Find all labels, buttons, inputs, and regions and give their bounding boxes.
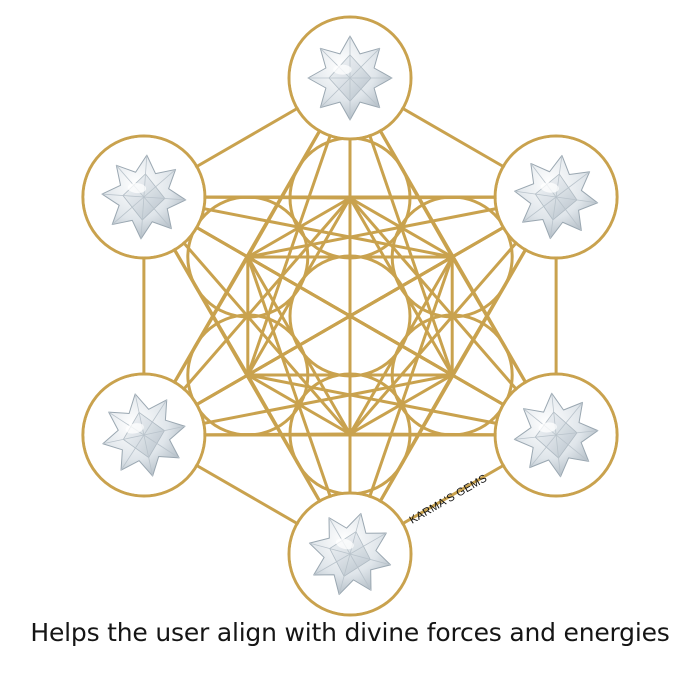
outer-circle: [493, 372, 619, 498]
crystal-facet-line: [556, 430, 598, 436]
crystal-facet-line: [143, 196, 172, 229]
crystal-facet-line: [349, 532, 387, 555]
watermark-text: KARMA'S GEMS: [408, 472, 490, 526]
inner-circle: [186, 195, 310, 319]
crystal-facet-line: [143, 434, 180, 459]
outer-circle: [81, 372, 207, 498]
crystal-facet-line: [120, 434, 145, 471]
outer-circle: [287, 491, 413, 617]
crystal-facet-line: [111, 196, 145, 225]
gold-line: [142, 195, 352, 556]
crystal-highlight: [538, 422, 557, 433]
outer-circle: [493, 134, 619, 260]
crystal-facet-line: [320, 77, 351, 108]
crystal-facet-line: [349, 77, 380, 108]
inner-circle: [390, 195, 514, 319]
crystal-facet-line: [555, 434, 561, 477]
crystal-facet-line: [522, 196, 557, 223]
crystal-facet-line: [143, 169, 176, 198]
crystal-facet-line: [102, 434, 144, 445]
merkaba-crystal-icon: [102, 393, 186, 477]
crystal-group: [101, 35, 599, 596]
crystal-highlight: [335, 538, 354, 550]
gold-line: [142, 195, 558, 437]
crystal-facet-line: [514, 434, 557, 440]
crystal-facet-line: [349, 553, 372, 591]
crystal-facet-line: [555, 196, 582, 231]
center-circle: [288, 254, 412, 378]
crystal-facet-line: [143, 425, 186, 436]
merkaba-crystal-icon: [514, 154, 599, 240]
outer-circle: [81, 134, 207, 260]
inner-circle: [390, 313, 514, 437]
caption-text: Helps the user align with divine forces …: [30, 618, 670, 647]
merkaba-crystal-icon: [101, 154, 187, 240]
crystal-facet-line: [555, 434, 590, 462]
crystal-facet-line: [556, 196, 598, 204]
crystal-facet-line: [313, 553, 351, 576]
outer-circle: [287, 15, 413, 141]
inner-circle: [186, 313, 310, 437]
gold-line-grid: [142, 76, 558, 556]
merkaba-crystal-icon: [307, 35, 393, 121]
crystal-facet-line: [349, 48, 380, 79]
crystal-facet-line: [309, 542, 351, 555]
merkaba-crystal-icon: [308, 512, 392, 596]
crystal-facet-line: [549, 196, 557, 239]
crystal-facet-line: [140, 196, 145, 239]
crystal-facet-line: [338, 553, 351, 595]
merkaba-crystal-icon: [513, 392, 599, 478]
crystal-highlight: [127, 183, 147, 194]
crystal-facet-line: [514, 190, 557, 198]
crystal-facet-line: [555, 171, 590, 198]
crystal-highlight: [125, 423, 144, 434]
crystal-facet-line: [101, 193, 144, 198]
crystal-facet-line: [349, 553, 391, 566]
crystal-highlight: [540, 182, 559, 193]
crystal-facet-line: [143, 399, 168, 436]
crystal-highlight: [333, 64, 352, 75]
crystal-facet-line: [529, 434, 557, 468]
crystal-facet-line: [143, 196, 186, 201]
crystal-facet-line: [143, 434, 154, 477]
crystal-facet-line: [555, 402, 583, 436]
